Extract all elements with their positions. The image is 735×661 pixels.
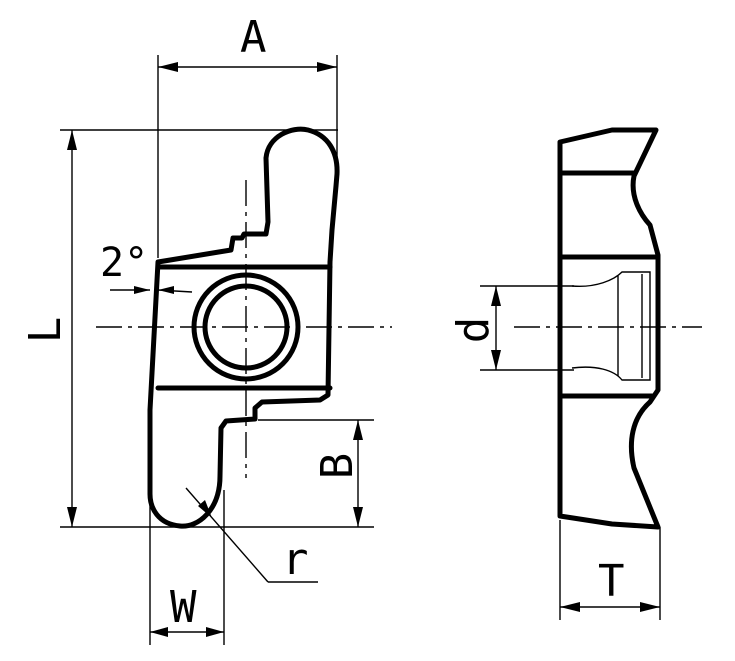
dim-t-arrow-left	[560, 602, 580, 612]
angle-arrow-right	[158, 286, 174, 294]
side-view-outline	[557, 127, 661, 530]
dim-l-arrow-top	[67, 130, 77, 150]
radius-leader	[185, 487, 269, 583]
dim-b-label: B	[312, 453, 363, 480]
dim-t-label: T	[598, 556, 625, 607]
dim-b-arrow-top	[353, 420, 363, 440]
dim-a-arrow-right	[317, 62, 337, 72]
dim-d-label: d	[448, 317, 499, 344]
radius-label: r	[282, 534, 309, 585]
dim-d-arrow-top	[491, 286, 501, 306]
dim-l-label: L	[20, 317, 71, 344]
dimension-angle: 2°	[100, 240, 193, 294]
dim-a-label: A	[240, 12, 267, 63]
dimension-d: d	[448, 285, 574, 371]
dim-a-arrow-left	[158, 62, 178, 72]
dim-d-arrow-bottom	[491, 350, 501, 370]
countersink-profile	[571, 271, 651, 381]
radius-arrow	[198, 500, 212, 518]
dimension-a: A	[157, 12, 338, 258]
dimension-l: L	[20, 129, 374, 528]
dim-l-arrow-bottom	[67, 507, 77, 527]
dim-w-label: W	[170, 582, 197, 633]
dim-w-arrow-right	[206, 627, 224, 637]
front-view	[96, 126, 392, 529]
angle-arrow-left	[134, 286, 150, 294]
dimension-b: B	[258, 419, 374, 527]
front-view-outline	[147, 126, 340, 529]
side-view	[514, 127, 702, 530]
dimension-w: W	[149, 490, 225, 645]
dimension-r: r	[185, 487, 318, 585]
dim-t-arrow-right	[640, 602, 660, 612]
angle-label: 2°	[100, 240, 148, 286]
dim-b-arrow-bottom	[353, 507, 363, 527]
dim-w-arrow-left	[150, 627, 168, 637]
dimension-t: T	[559, 520, 661, 620]
